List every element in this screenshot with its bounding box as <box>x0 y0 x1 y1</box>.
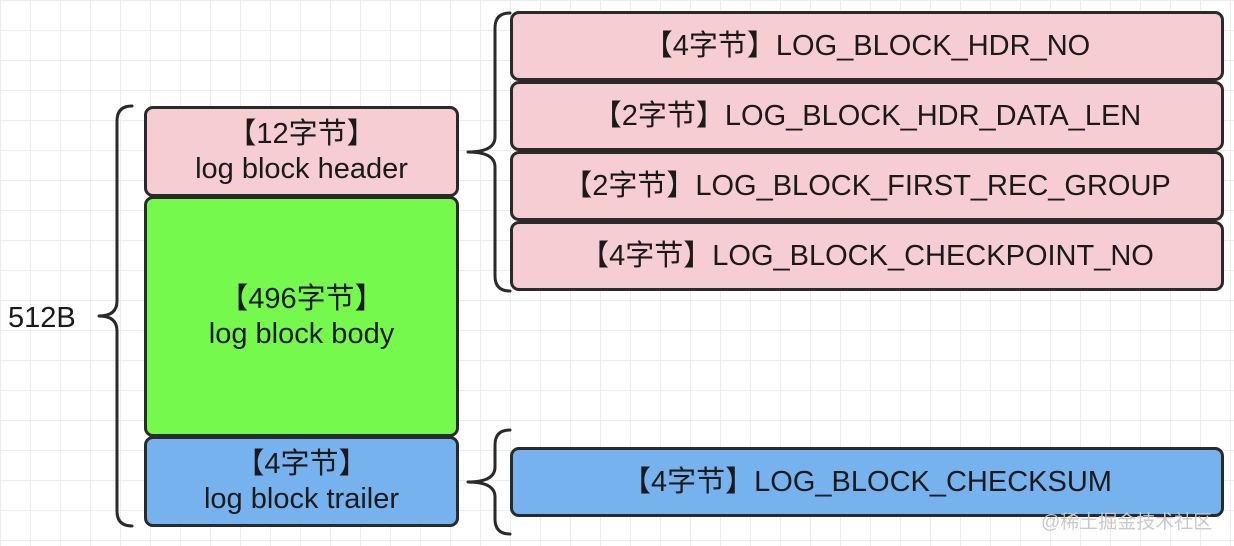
header-field-hdr-data-len: 【2字节】LOG_BLOCK_HDR_DATA_LEN <box>510 81 1224 151</box>
trailer-name: log block trailer <box>203 482 400 515</box>
watermark-text: @稀土掘金技术社区 <box>1041 512 1213 533</box>
header-field-first-rec-group: 【2字节】LOG_BLOCK_FIRST_REC_GROUP <box>510 151 1224 221</box>
body-name: log block body <box>208 317 395 350</box>
header-fields-brace <box>466 11 512 293</box>
total-size-label: 512B <box>8 302 76 334</box>
log-block-header-box: 【12字节】 log block header <box>144 106 459 197</box>
header-field-checkpoint-no: 【4字节】LOG_BLOCK_CHECKPOINT_NO <box>510 221 1224 291</box>
header-field-label: 【2字节】LOG_BLOCK_FIRST_REC_GROUP <box>563 169 1171 202</box>
total-size-brace <box>97 104 134 528</box>
header-field-label: 【2字节】LOG_BLOCK_HDR_DATA_LEN <box>592 99 1142 132</box>
trailer-size-label: 【4字节】 <box>235 447 368 480</box>
body-size-label: 【496字节】 <box>219 282 384 315</box>
header-field-label: 【4字节】LOG_BLOCK_CHECKPOINT_NO <box>580 239 1154 272</box>
header-field-label: 【4字节】LOG_BLOCK_HDR_NO <box>643 29 1091 62</box>
trailer-field-label: 【4字节】LOG_BLOCK_CHECKSUM <box>622 465 1112 498</box>
header-name: log block header <box>195 152 408 185</box>
trailer-field-checksum: 【4字节】LOG_BLOCK_CHECKSUM <box>510 447 1224 517</box>
header-size-label: 【12字节】 <box>227 117 376 150</box>
log-block-trailer-box: 【4字节】 log block trailer <box>144 436 459 527</box>
log-block-body-box: 【496字节】 log block body <box>144 196 459 437</box>
trailer-fields-brace <box>466 428 512 536</box>
header-field-hdr-no: 【4字节】LOG_BLOCK_HDR_NO <box>510 11 1224 81</box>
